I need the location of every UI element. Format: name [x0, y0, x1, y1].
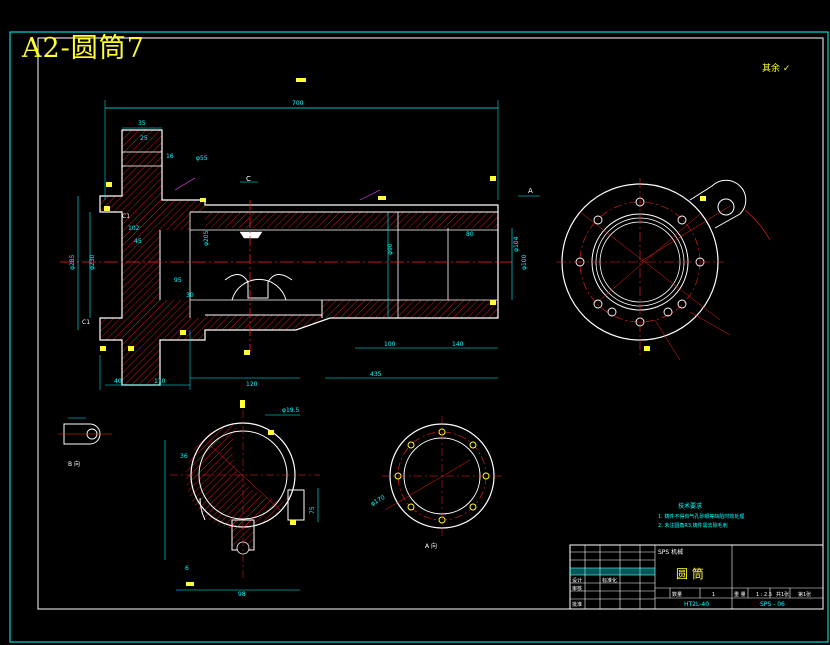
dim-120: 120 — [246, 381, 258, 388]
dim-75: 75 — [309, 506, 316, 514]
dim-110: 110 — [154, 378, 166, 385]
dim-30: 30 — [186, 292, 194, 299]
dim-700: 700 — [292, 100, 304, 107]
tb-standard: 标准化 — [602, 577, 617, 584]
section-c-view: φ19.5 98 75 36 6 — [164, 400, 320, 598]
a-view: φ170 A 向 — [370, 416, 502, 550]
tech-notes-line1: 1. 铸件不得有气孔砂眼等缺陷时效处理 — [658, 513, 744, 520]
outer-border — [9, 31, 829, 643]
dim-435: 435 — [370, 371, 382, 378]
dim-phi100: φ100 — [521, 254, 528, 270]
dim-40: 40 — [114, 378, 122, 385]
tb-label-weight: 重 量 — [734, 591, 746, 598]
tb-sheet-info: 共1张 — [776, 591, 789, 598]
end-view — [556, 178, 771, 361]
roughness-note-text: 其余 — [762, 64, 781, 74]
dim-16: 16 — [166, 153, 174, 160]
drawing-title: A2-圆筒7 — [22, 33, 145, 64]
dim-phi205: φ205 — [203, 230, 210, 246]
dim-102: 102 — [128, 225, 140, 232]
dim-170: φ170 — [370, 494, 387, 508]
tb-scale: 1 : 2.5 — [756, 592, 772, 598]
dim-98: 98 — [238, 591, 246, 598]
dim-100: 100 — [384, 341, 396, 348]
dim-phi230: φ230 — [89, 254, 96, 270]
tb-drawing-no: SPS - 06 — [760, 601, 785, 608]
tech-notes: 技术要求 1. 铸件不得有气孔砂眼等缺陷时效处理 2. 未注圆角R3,铸件需去除… — [658, 502, 744, 529]
section-mark-a: A — [528, 187, 533, 195]
tech-notes-line2: 2. 未注圆角R3,铸件需去除毛刺 — [658, 522, 728, 529]
b-view: B 向 — [58, 417, 112, 468]
dim-phi285: φ285 — [69, 254, 76, 270]
dim-36: 36 — [180, 453, 188, 460]
tb-check: 审核 — [572, 585, 582, 592]
section-mark-c: C — [246, 175, 251, 183]
dim-45: 45 — [134, 238, 142, 245]
tb-material: HT2L-40 — [684, 601, 709, 608]
dim-6: 6 — [185, 565, 189, 572]
inner-border — [37, 37, 824, 610]
tb-part-name: 圆 筒 — [676, 566, 704, 581]
dim-25: 25 — [140, 135, 148, 142]
title-block: SPS 机械 圆 筒 数量 1 HT2L-40 重 量 1 : 2.5 共1张 … — [569, 544, 824, 610]
a-view-label: A 向 — [425, 542, 437, 550]
tb-qty: 1 — [712, 592, 715, 598]
tb-project: SPS 机械 — [658, 548, 683, 556]
tb-approve: 批准 — [572, 601, 582, 608]
tb-sheet-no: 第1张 — [798, 591, 811, 598]
dim-35: 35 — [138, 120, 146, 127]
tb-qty-label: 数量 — [672, 591, 682, 598]
dim-80: 80 — [466, 231, 474, 238]
tech-notes-heading: 技术要求 — [678, 502, 702, 510]
dim-95: 95 — [174, 277, 182, 284]
b-view-label: B 向 — [68, 460, 80, 468]
chamfer-c1-bottom: C1 — [82, 319, 90, 326]
roughness-note: 其余 ✓ — [762, 61, 790, 74]
main-section-view: 700 35 25 16 φ55 102 45 30 95 φ285 φ205 … — [60, 78, 540, 390]
dim-phi104: φ104 — [513, 236, 520, 252]
chamfer-c1-top: C1 — [122, 213, 130, 220]
dim-phi90: φ90 — [387, 243, 394, 255]
dim-140: 140 — [452, 341, 464, 348]
dim-19-5: φ19.5 — [282, 407, 300, 414]
dim-phi55: φ55 — [196, 155, 208, 162]
tb-design: 设计 — [572, 577, 582, 584]
check-icon: ✓ — [782, 64, 791, 74]
